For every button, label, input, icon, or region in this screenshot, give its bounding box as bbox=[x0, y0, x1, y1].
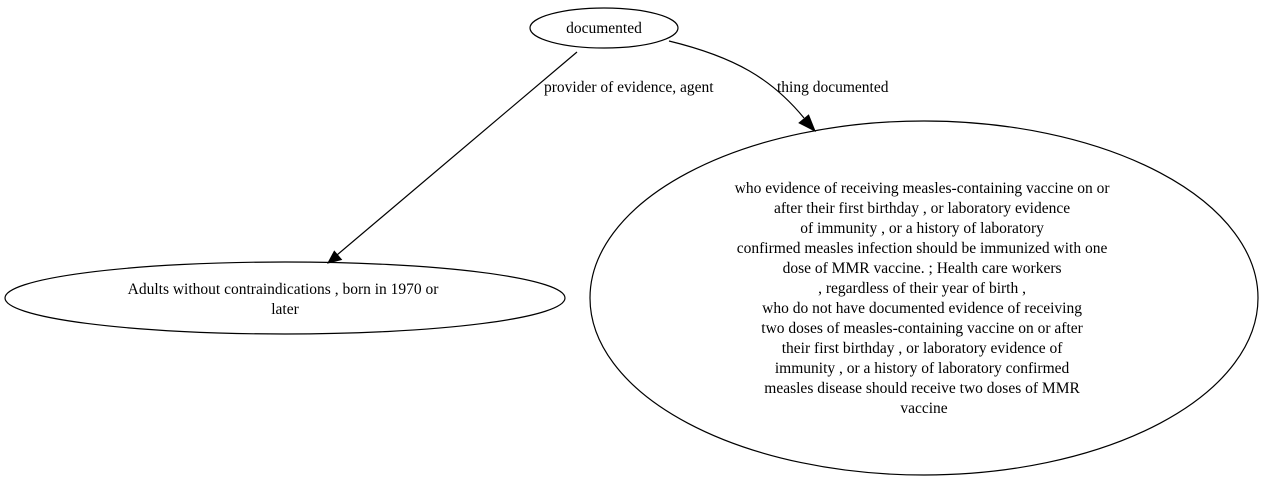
node-health-workers-label-line: confirmed measles infection should be im… bbox=[737, 240, 1108, 257]
edge-provider-of-evidence: provider of evidence, agent bbox=[327, 51, 714, 264]
edge-thing-documented-arrowhead bbox=[798, 114, 816, 133]
node-health-workers-label-line: their first birthday , or laboratory evi… bbox=[782, 340, 1063, 357]
node-health-workers-label-line: of immunity , or a history of laboratory bbox=[800, 220, 1044, 237]
node-documented: documented bbox=[529, 7, 679, 49]
node-health-workers-label-line: who evidence of receiving measles-contai… bbox=[735, 180, 1111, 197]
node-health-workers: who evidence of receiving measles-contai… bbox=[589, 120, 1259, 476]
node-health-workers-label-line: who do not have documented evidence of r… bbox=[762, 300, 1082, 317]
node-health-workers-label-line: , regardless of their year of birth , bbox=[818, 280, 1026, 297]
node-adults-label-line: Adults without contraindications , born … bbox=[128, 281, 440, 298]
edge-thing-documented-line bbox=[668, 40, 805, 119]
node-documented-ellipse bbox=[529, 7, 679, 49]
node-documented-label: documented bbox=[566, 20, 642, 37]
node-health-workers-ellipse bbox=[589, 120, 1259, 476]
node-adults-label-line: later bbox=[271, 301, 299, 318]
node-adults-label: Adults without contraindications , born … bbox=[128, 281, 443, 318]
edge-thing-documented-label: thing documented bbox=[777, 79, 889, 96]
node-health-workers-label: who evidence of receiving measles-contai… bbox=[735, 180, 1114, 417]
node-health-workers-label-line: after their first birthday , or laborato… bbox=[774, 200, 1070, 217]
node-health-workers-label-line: immunity , or a history of laboratory co… bbox=[775, 360, 1070, 377]
node-adults: Adults without contraindications , born … bbox=[4, 261, 566, 335]
edge-thing-documented: thing documented bbox=[668, 40, 889, 133]
node-health-workers-label-line: vaccine bbox=[900, 400, 947, 417]
node-adults-ellipse bbox=[4, 261, 566, 335]
node-health-workers-label-line: measles disease should receive two doses… bbox=[764, 380, 1080, 397]
edge-provider-of-evidence-line bbox=[336, 51, 578, 256]
edge-provider-of-evidence-arrowhead bbox=[327, 250, 343, 264]
node-health-workers-label-line: dose of MMR vaccine. ; Health care worke… bbox=[783, 260, 1062, 277]
edge-provider-of-evidence-label: provider of evidence, agent bbox=[544, 79, 714, 96]
node-health-workers-label-line: two doses of measles-containing vaccine … bbox=[761, 320, 1083, 337]
